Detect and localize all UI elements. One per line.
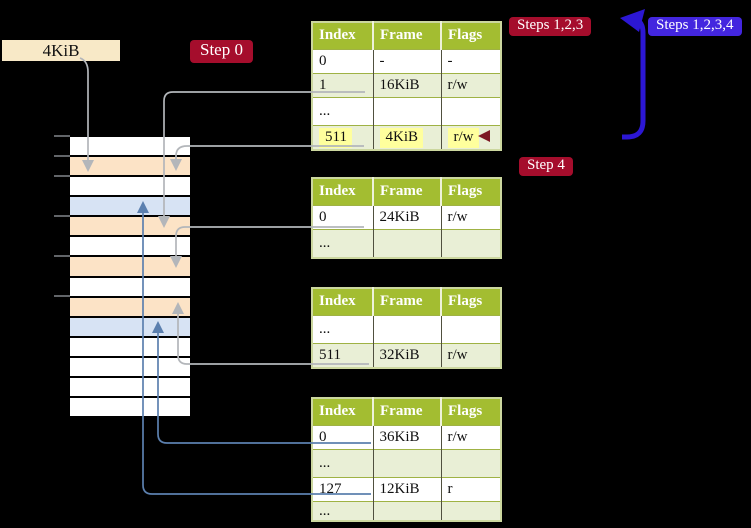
table-cell: [441, 315, 501, 344]
column-header: Flags: [441, 22, 501, 50]
table-cell: 127: [312, 477, 374, 502]
column-header: Frame: [373, 178, 442, 206]
table-row: 0--: [312, 49, 501, 74]
memory-row-white: [70, 357, 190, 376]
table-cell: 511: [312, 343, 374, 368]
table-cell: 36KiB: [373, 425, 442, 450]
table-row: ...: [312, 449, 501, 478]
memory-row-white: [70, 398, 190, 417]
highlighted-value: 511: [319, 127, 352, 148]
memory-row-peach: [70, 297, 190, 316]
memory-row-white: [70, 237, 190, 256]
table-cell: 16KiB: [373, 73, 442, 98]
column-header: Index: [312, 22, 374, 50]
highlighted-value: 4KiB: [379, 127, 424, 148]
table-cell: ...: [312, 501, 374, 521]
table-cell: 0: [312, 205, 374, 230]
table-cell: [373, 449, 442, 478]
table-cell: r/w: [441, 205, 501, 230]
table-cell: 0: [312, 425, 374, 450]
column-header: Index: [312, 178, 374, 206]
table-cell: 12KiB: [373, 477, 442, 502]
table-row: ...: [312, 315, 501, 344]
table-cell: [441, 449, 501, 478]
table-cell: 24KiB: [373, 205, 442, 230]
memory-row-white: [70, 377, 190, 397]
memory-row-peach: [70, 257, 190, 276]
frame-size-label: 4KiB: [2, 40, 120, 61]
table-cell: [373, 501, 442, 521]
column-header: Index: [312, 288, 374, 316]
table-cell: [441, 501, 501, 521]
column-header: Flags: [441, 178, 501, 206]
memory-row-blue: [70, 197, 190, 216]
table-cell: r/w: [441, 73, 501, 98]
table-cell: 4KiB: [373, 125, 442, 150]
column-header: Frame: [373, 22, 442, 50]
table-cell: ...: [312, 97, 374, 126]
table-cell: r: [441, 477, 501, 502]
highlighted-value: r/w: [447, 127, 479, 148]
table-row: ...: [312, 97, 501, 126]
step-0-badge: Step 0: [190, 40, 253, 63]
table-cell: [373, 315, 442, 344]
memory-row-blue: [70, 317, 190, 336]
table-cell: -: [373, 49, 442, 74]
memory-row-white: [70, 337, 190, 356]
column-header: Frame: [373, 288, 442, 316]
table-cell: 1: [312, 73, 374, 98]
table-cell: [441, 97, 501, 126]
table-row: ...: [312, 229, 501, 258]
table-cell: [373, 97, 442, 126]
memory-row-white: [70, 177, 190, 196]
table-cell: r/w: [441, 425, 501, 450]
table-cell: ...: [312, 315, 374, 344]
table-cell: ...: [312, 229, 374, 258]
table-cell: r/w: [441, 125, 501, 150]
memory-row-peach: [70, 217, 190, 236]
table-row: 511 4KiB r/w: [312, 125, 501, 150]
step-4-badge: Step 4: [519, 157, 573, 176]
table-cell: 0: [312, 49, 374, 74]
table-cell: -: [441, 49, 501, 74]
column-header: Frame: [373, 398, 442, 426]
table-cell: [441, 229, 501, 258]
steps-1234-badge: Steps 1,2,3,4: [648, 17, 742, 36]
steps-123-badge: Steps 1,2,3: [509, 17, 592, 36]
table-cell: 511: [312, 125, 374, 150]
memory-column: [70, 137, 190, 417]
translation-walk-arrow-shaft: [622, 17, 646, 140]
table-cell: 32KiB: [373, 343, 442, 368]
memory-row-peach: [70, 157, 190, 176]
table-cell: r/w: [441, 343, 501, 368]
walk-arrowhead-icon: [620, 9, 645, 32]
table-cell: ...: [312, 449, 374, 478]
column-header: Flags: [441, 398, 501, 426]
table-row: ...: [312, 501, 501, 521]
table-cell: [373, 229, 442, 258]
memory-row-white: [70, 137, 190, 156]
column-header: Flags: [441, 288, 501, 316]
column-header: Index: [312, 398, 374, 426]
memory-row-white: [70, 277, 190, 296]
